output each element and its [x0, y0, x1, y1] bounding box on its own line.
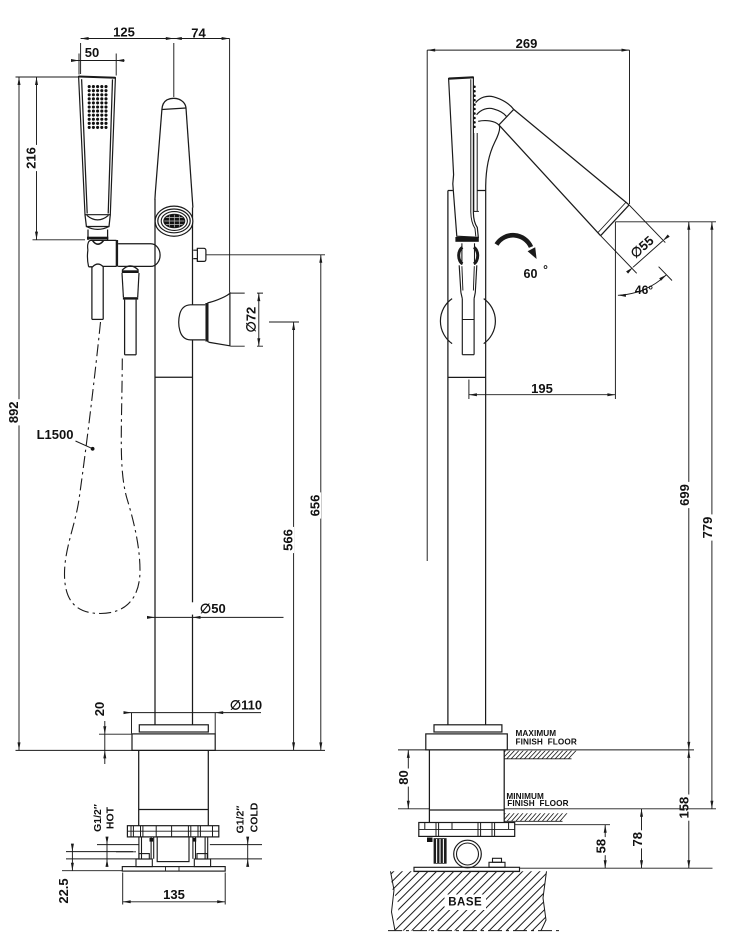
svg-text:∅72: ∅72	[243, 307, 258, 333]
svg-text:58: 58	[594, 839, 609, 853]
svg-text:78: 78	[630, 832, 645, 846]
svg-text:MAXIMUM: MAXIMUM	[516, 729, 557, 738]
svg-text:COLD: COLD	[248, 802, 260, 832]
svg-text:892: 892	[6, 401, 21, 423]
svg-text:74: 74	[191, 25, 206, 40]
svg-text:779: 779	[700, 517, 715, 539]
svg-text:699: 699	[677, 484, 692, 506]
svg-text:125: 125	[113, 25, 135, 40]
svg-text:L1500: L1500	[37, 427, 74, 442]
svg-text:656: 656	[308, 495, 323, 517]
svg-text:FINISH FLOOR: FINISH FLOOR	[516, 738, 577, 747]
svg-text:∅110: ∅110	[230, 698, 262, 713]
svg-text:G1/2″: G1/2″	[92, 804, 104, 832]
svg-text:∅50: ∅50	[200, 601, 226, 616]
svg-text:216: 216	[24, 147, 39, 169]
svg-text:135: 135	[163, 887, 185, 902]
svg-text:195: 195	[531, 381, 553, 396]
svg-text:°: °	[543, 263, 548, 277]
svg-text:FINISH FLOOR: FINISH FLOOR	[507, 799, 568, 808]
svg-text:G1/2″: G1/2″	[234, 806, 246, 834]
svg-text:50: 50	[85, 45, 99, 60]
svg-text:BASE: BASE	[448, 897, 482, 909]
svg-text:60: 60	[524, 267, 538, 281]
svg-text:269: 269	[516, 36, 538, 51]
svg-text:566: 566	[281, 529, 296, 551]
svg-text:20: 20	[92, 702, 107, 716]
svg-text:158: 158	[677, 797, 692, 819]
svg-text:HOT: HOT	[105, 806, 117, 829]
svg-text:80: 80	[396, 770, 411, 784]
svg-text:46°: 46°	[635, 283, 653, 297]
svg-text:MINIMUM: MINIMUM	[506, 792, 544, 801]
svg-text:22.5: 22.5	[56, 878, 71, 903]
